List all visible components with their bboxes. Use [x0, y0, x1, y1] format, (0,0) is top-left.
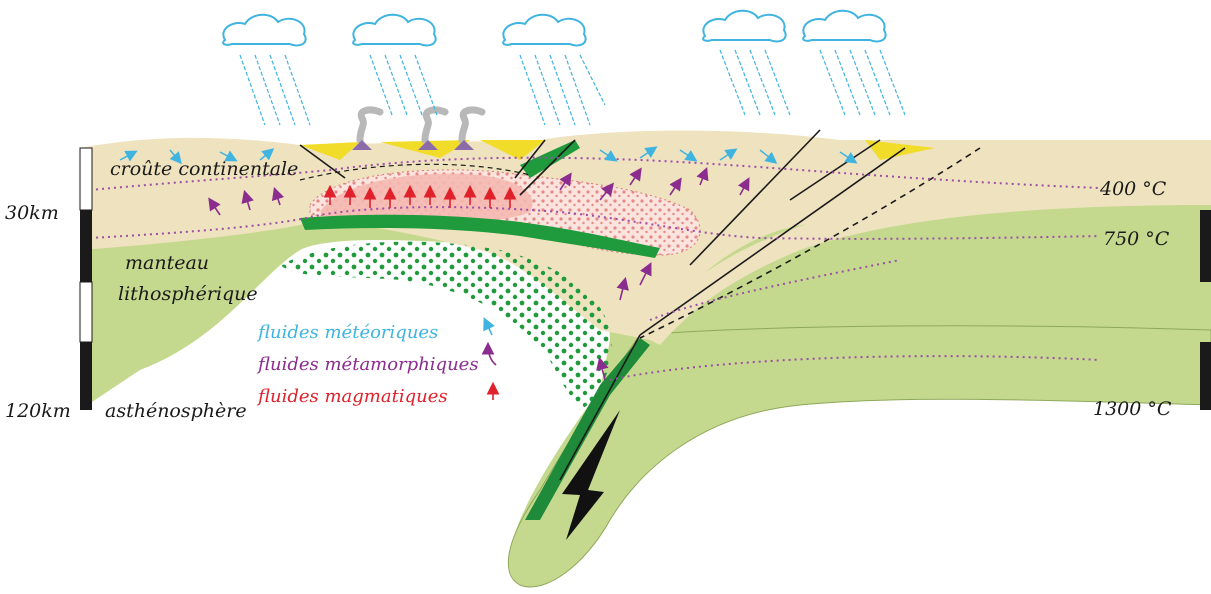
depth-label-30km: 30km	[5, 202, 59, 224]
legend-metamorphic-arrow-icon	[488, 345, 496, 365]
legend-meteoric: fluides météoriques	[258, 322, 438, 343]
rain-icon	[240, 50, 905, 125]
legend-meteoric-arrow-icon	[485, 320, 492, 335]
volcano-smoke-icon	[360, 110, 482, 140]
isotherm-label-750: 750 °C	[1103, 228, 1169, 250]
isotherm-label-400: 400 °C	[1100, 178, 1166, 200]
layer-label-mantle-1: manteau	[125, 252, 209, 274]
layer-label-crust: croûte continentale	[110, 158, 298, 180]
cloud-icon	[223, 11, 885, 46]
layer-label-asthenosphere: asthénosphère	[105, 400, 247, 422]
depth-label-120km: 120km	[5, 400, 71, 422]
legend-metamorphic: fluides métamorphiques	[258, 354, 479, 375]
layer-label-mantle-2: lithosphérique	[118, 283, 258, 305]
legend-magmatic: fluides magmatiques	[258, 386, 448, 407]
isotherm-label-1300: 1300 °C	[1093, 398, 1171, 420]
